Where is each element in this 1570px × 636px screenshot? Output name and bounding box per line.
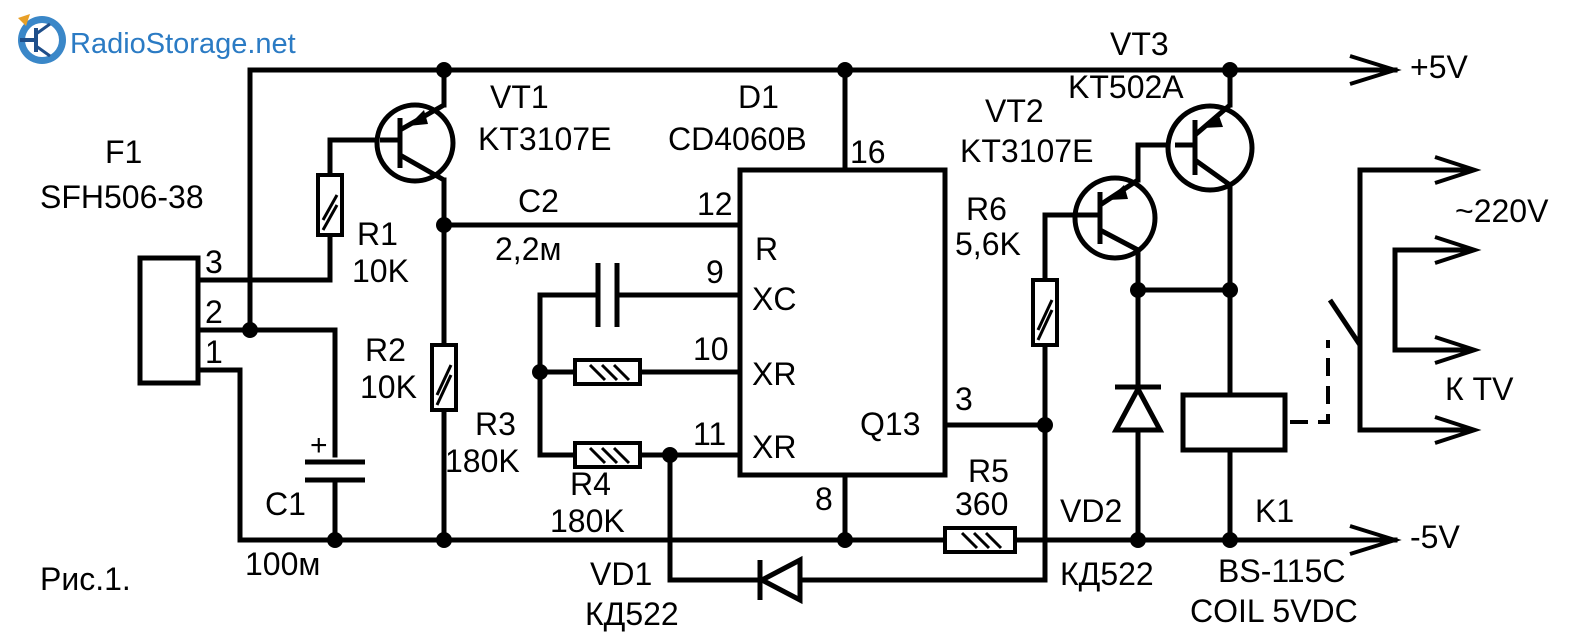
logo-transistor-icon	[18, 14, 66, 64]
radiostorage-logo: RadioStorage.net	[18, 14, 296, 64]
r1-resistor	[316, 173, 344, 237]
r6-resistor	[1031, 278, 1059, 347]
r1-value: 10K	[352, 253, 409, 289]
labels: F1 SFH506-38 3 2 1 R1 10K R2 10K C1 100м…	[40, 26, 1549, 632]
d1-chip	[737, 167, 948, 478]
f1-part: SFH506-38	[40, 179, 204, 215]
figure-caption: Рис.1.	[40, 561, 131, 597]
vt2-transistor	[1072, 175, 1158, 261]
f1-pin2: 2	[205, 294, 223, 330]
tv-output-label: К TV	[1445, 371, 1514, 407]
logo-text: RadioStorage.net	[70, 28, 296, 60]
d1-pin10-name: XR	[752, 356, 796, 392]
k1-ref: K1	[1255, 493, 1294, 529]
r4-value: 180K	[550, 503, 625, 539]
d1-pin8: 8	[815, 481, 833, 517]
vd2-ref: VD2	[1060, 493, 1122, 529]
c1-ref: C1	[265, 486, 306, 522]
r2-value: 10K	[360, 369, 417, 405]
c1-value: 100м	[245, 546, 320, 582]
vd1-ref: VD1	[590, 556, 652, 592]
k1-relay-switch	[1327, 298, 1363, 393]
r1-ref: R1	[357, 216, 398, 252]
vd2-diode	[1111, 383, 1165, 433]
r4-ref: R4	[570, 466, 611, 502]
d1-pin11-num: 11	[693, 416, 726, 452]
arrow-tv-mid-icon	[1434, 335, 1482, 365]
minus5v-label: -5V	[1410, 519, 1460, 555]
vt3-transistor	[1165, 103, 1255, 193]
d1-pin12-num: 12	[697, 186, 733, 222]
r5-value: 360	[955, 486, 1008, 522]
r6-value: 5,6K	[955, 226, 1021, 262]
vt3-part: KT502A	[1068, 69, 1184, 105]
r2-ref: R2	[365, 332, 406, 368]
r3-value: 180K	[445, 443, 520, 479]
arrow-heads	[1349, 54, 1482, 556]
r5-resistor	[943, 526, 1017, 554]
k1-part: BS-115C	[1218, 553, 1345, 589]
d1-ref: D1	[738, 79, 779, 115]
r2-resistor	[430, 343, 458, 412]
k1-coil: COIL 5VDC	[1190, 593, 1358, 629]
r6-ref: R6	[966, 191, 1007, 227]
r5-ref: R5	[968, 453, 1009, 489]
c2-value: 2,2м	[495, 231, 561, 267]
d1-part: CD4060B	[668, 121, 807, 157]
f1-pin3: 3	[205, 244, 223, 280]
d1-pin9-num: 9	[706, 254, 724, 290]
arrow-plus5v-icon	[1349, 54, 1402, 86]
vd1-part: КД522	[585, 596, 679, 632]
c2-capacitor	[595, 263, 620, 327]
arrow-tv-bottom-icon	[1434, 415, 1482, 445]
d1-pin16: 16	[850, 134, 886, 170]
vd1-diode	[756, 555, 803, 605]
f1-pin1: 1	[205, 334, 223, 370]
vt1-ref: VT1	[490, 79, 549, 115]
d1-pin11-name: XR	[752, 429, 796, 465]
plus5v-label: +5V	[1410, 49, 1468, 85]
junction-dots	[242, 62, 1238, 548]
f1-ir-receiver	[137, 255, 201, 386]
arrow-minus5v-icon	[1349, 524, 1402, 556]
c1-capacitor: +	[305, 429, 365, 483]
c1-polarity-label: +	[310, 429, 328, 462]
arrow-mains-mid-icon	[1434, 235, 1482, 265]
vt1-part: KT3107E	[478, 121, 611, 157]
d1-pin3-num: 3	[955, 381, 973, 417]
r4-resistor	[573, 441, 642, 469]
f1-ref: F1	[105, 134, 142, 170]
vt1-transistor	[374, 102, 456, 184]
mains-label: ~220V	[1455, 193, 1549, 229]
r3-resistor	[573, 358, 642, 386]
d1-pin3-name: Q13	[860, 406, 920, 442]
arrow-mains-top-icon	[1434, 155, 1482, 185]
d1-pin10-num: 10	[693, 331, 729, 367]
vt2-ref: VT2	[985, 93, 1044, 129]
r3-ref: R3	[475, 406, 516, 442]
vt3-ref: VT3	[1110, 26, 1169, 62]
d1-pin12-name: R	[755, 231, 778, 267]
k1-relay-coil	[1180, 340, 1330, 453]
vd2-part: КД522	[1060, 556, 1154, 592]
c2-ref: C2	[518, 183, 559, 219]
vt2-part: KT3107E	[960, 133, 1093, 169]
d1-pin9-name: XC	[752, 281, 796, 317]
